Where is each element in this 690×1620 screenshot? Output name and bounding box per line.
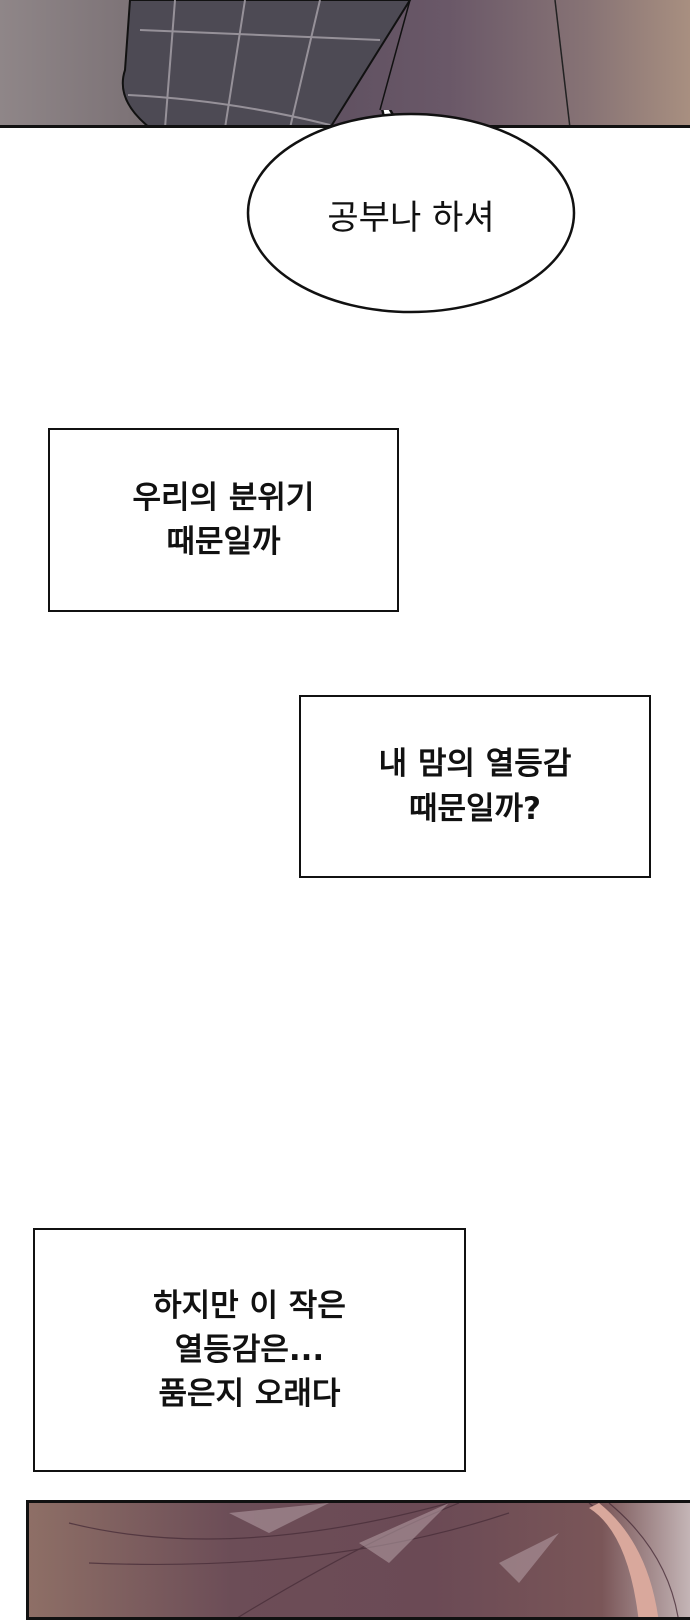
caption-text: 내 맘의 열등감 때문일까? — [378, 746, 572, 827]
hair-illustration — [68, 1503, 679, 1617]
caption-box-3: 하지만 이 작은 열등감은... 품은지 오래다 — [33, 1228, 466, 1472]
bottom-comic-panel — [26, 1500, 690, 1620]
speech-bubble-text: 공부나 하셔 — [327, 198, 495, 238]
caption-text: 하지만 이 작은 열등감은... 품은지 오래다 — [153, 1287, 346, 1412]
plaid-sleeve-illustration — [121, 0, 571, 125]
caption-box-1: 우리의 분위기 때문일까 — [48, 428, 399, 612]
top-comic-panel — [0, 0, 690, 128]
caption-box-2: 내 맘의 열등감 때문일까? — [299, 695, 651, 878]
caption-text: 우리의 분위기 때문일까 — [132, 479, 315, 560]
speech-bubble — [246, 110, 576, 314]
